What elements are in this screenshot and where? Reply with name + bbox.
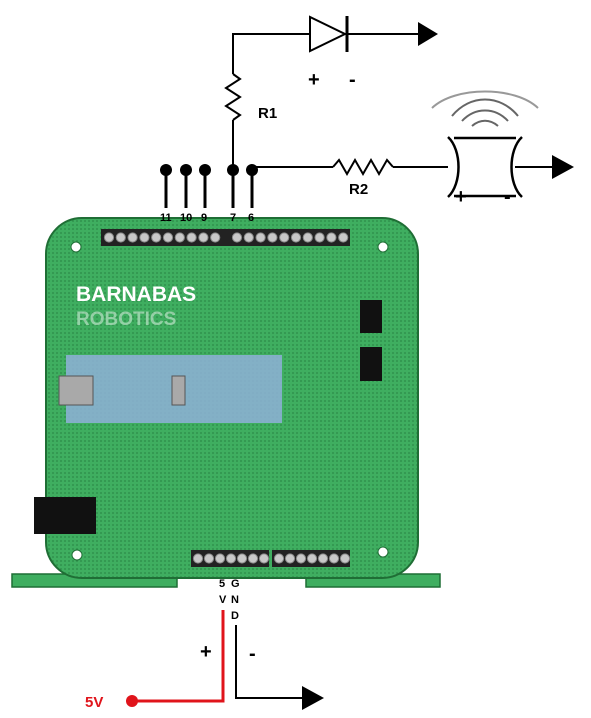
brand-line2: ROBOTICS: [76, 309, 176, 330]
led-minus-label: -: [349, 69, 356, 91]
pin-label-9: 9: [201, 212, 207, 224]
power-5v-label: 5V: [85, 694, 103, 711]
header-pin-hole: [186, 232, 197, 243]
pin-label-7: 7: [230, 212, 236, 224]
header-pin-hole: [328, 553, 340, 564]
header-pin-hole: [139, 232, 150, 243]
ground-arrow-icon: [302, 686, 324, 710]
buzzer-plus-label: +: [455, 186, 467, 208]
header-pin-hole: [302, 232, 313, 243]
power-minus-label: -: [249, 643, 256, 665]
header-pin-hole: [258, 553, 270, 564]
header-pin-hole: [174, 232, 185, 243]
top-header: [101, 229, 350, 246]
header-pin-hole: [306, 553, 318, 564]
vcc-label-v: V: [219, 594, 227, 606]
header-pin-hole: [338, 232, 349, 243]
mount-hole: [70, 241, 82, 253]
header-pin-hole: [151, 232, 162, 243]
led-branch-wire: [224, 33, 418, 170]
vcc-label-5: 5: [219, 578, 225, 590]
buzzer-ground-arrow-icon: [552, 155, 574, 179]
header-pin-hole: [326, 232, 337, 243]
header-pin-hole: [317, 553, 329, 564]
switch-bottom: [360, 347, 382, 381]
header-pin-hole: [214, 553, 226, 564]
arduino-board: BARNABAS ROBOTICS: [11, 217, 441, 588]
buzzer-branch-wire: [252, 157, 552, 177]
pin-stubs: [164, 170, 254, 208]
r1-label: R1: [258, 105, 277, 122]
led-ground-arrow-icon: [418, 22, 438, 46]
component: [171, 375, 186, 406]
header-pin-hole: [210, 232, 221, 243]
header-pin-hole: [103, 232, 115, 243]
header-pin-hole: [236, 553, 248, 564]
buzzer-minus-label: -: [504, 186, 511, 208]
header-pin-hole: [127, 232, 138, 243]
header-pin-hole: [203, 553, 215, 564]
crystal: [58, 375, 94, 406]
led-plus-label: +: [308, 69, 320, 91]
header-pin-hole: [225, 553, 237, 564]
header-pin-hole: [198, 232, 209, 243]
mount-hole: [71, 549, 83, 561]
header-pin-hole: [267, 232, 278, 243]
buzzer-speaker-icon: [447, 136, 523, 198]
header-pin-hole: [273, 553, 285, 564]
header-pin-hole: [255, 232, 266, 243]
header-pin-hole: [162, 232, 174, 243]
header-pin-hole: [115, 232, 126, 243]
header-pin-hole: [290, 232, 302, 243]
header-pin-hole: [192, 553, 204, 564]
resistor-r1: [224, 73, 242, 121]
header-pin-hole: [247, 553, 259, 564]
pin-dots: [160, 164, 258, 176]
header-pin-hole: [284, 553, 296, 564]
gnd-label-n: N: [231, 594, 239, 606]
resistor-r2: [332, 157, 394, 177]
mount-hole: [377, 241, 389, 253]
header-pin-hole: [339, 553, 351, 564]
pin-label-11: 11: [160, 212, 172, 224]
brand-line1: BARNABAS: [76, 283, 196, 306]
header-pin-hole: [279, 232, 290, 243]
led-diode-icon: [309, 15, 349, 53]
mount-hole: [377, 546, 389, 558]
pin-label-10: 10: [180, 212, 192, 224]
power-source-dot: [126, 695, 138, 707]
header-pin-hole: [314, 232, 325, 243]
switch-top: [360, 300, 382, 333]
power-jack: [34, 497, 96, 534]
sound-waves-icon: [431, 90, 539, 127]
power-plus-label: +: [200, 641, 212, 663]
r2-label: R2: [349, 181, 368, 198]
header-pin-hole: [231, 232, 243, 243]
header-pin-hole: [243, 232, 254, 243]
pin-label-6: 6: [248, 212, 254, 224]
header-pin-hole: [295, 553, 307, 564]
gnd-label-d: D: [231, 610, 239, 622]
ground-wire: [235, 625, 302, 699]
power-wire-5v: [132, 610, 225, 703]
gnd-label-g: G: [231, 578, 240, 590]
